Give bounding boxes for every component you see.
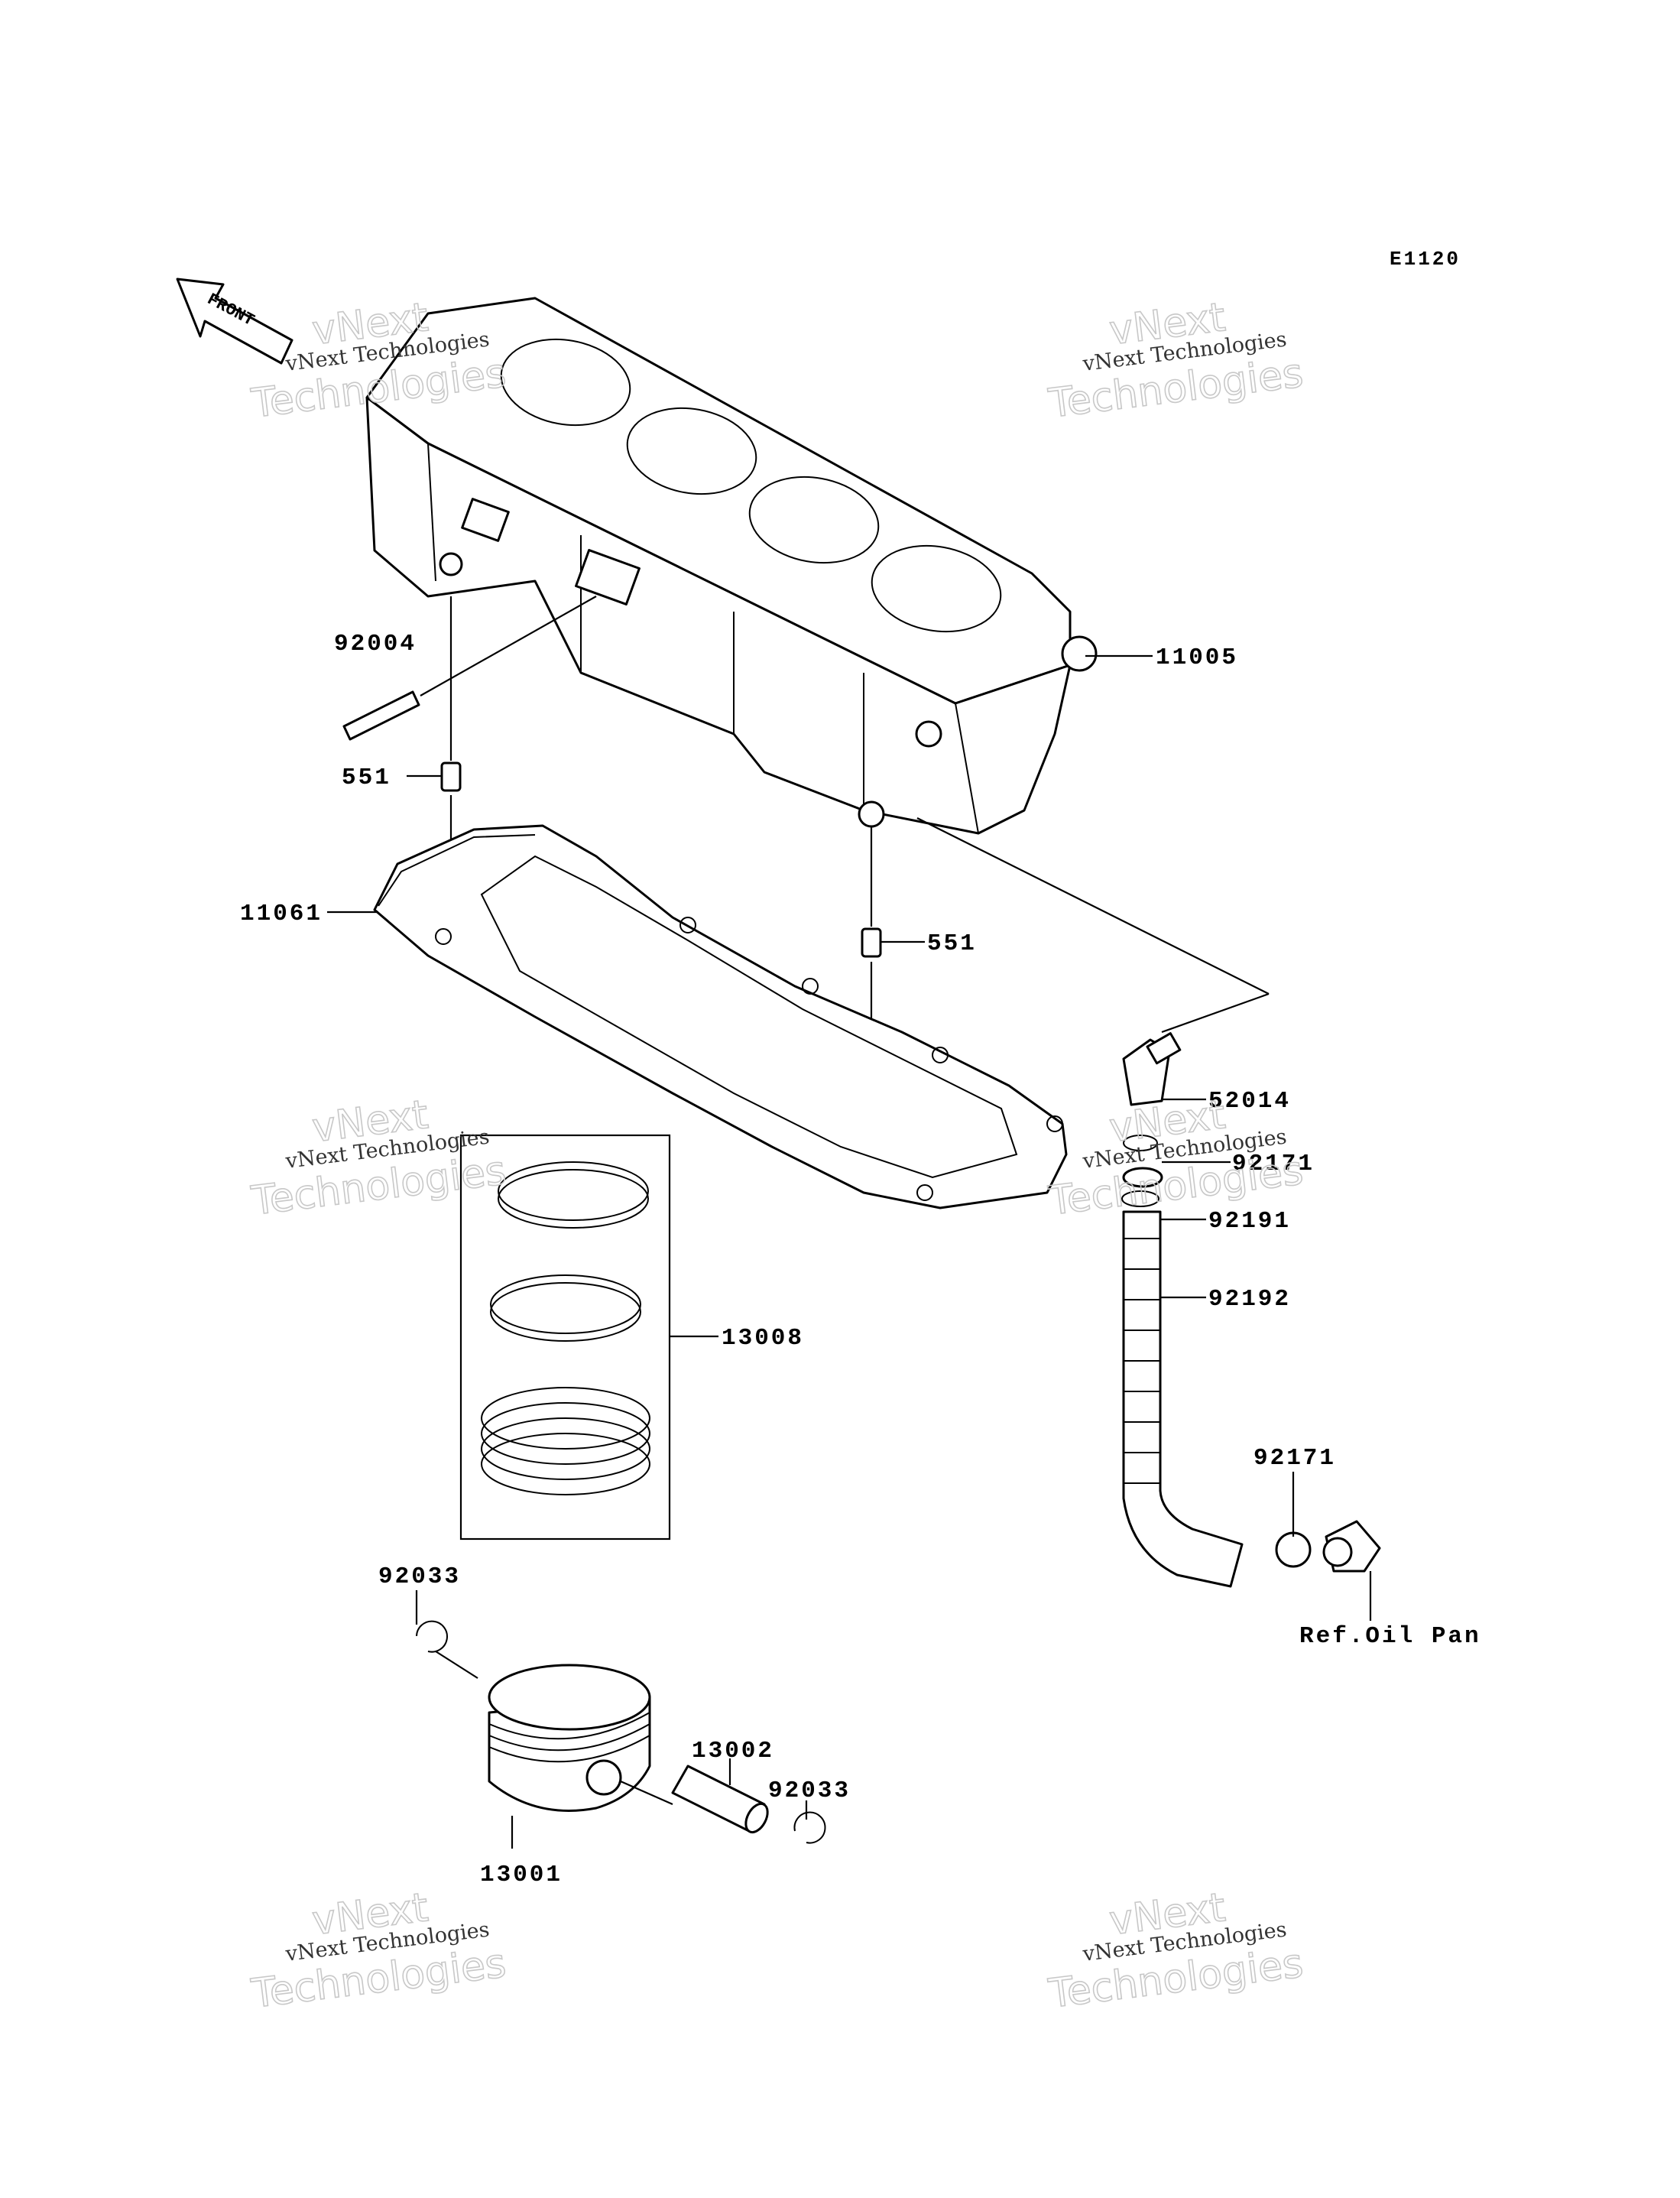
piston-rings-box xyxy=(459,1134,671,1541)
circlip-left-icon xyxy=(416,1620,478,1679)
oil-hose-assembly xyxy=(916,817,1381,1621)
callout-hose-ring: 92191 xyxy=(1208,1208,1291,1235)
callout-elbow-fitting: 52014 xyxy=(1208,1088,1291,1115)
circlip-right-icon xyxy=(793,1811,826,1844)
front-arrow-icon: FRONT xyxy=(176,278,294,365)
callout-clamp-upper: 92171 xyxy=(1232,1151,1315,1177)
callout-piston-rings: 13008 xyxy=(722,1325,804,1352)
piston xyxy=(488,1664,651,1812)
diagram-code: E1120 xyxy=(1390,248,1461,271)
watermark: vNext Technologies vNext Technologies xyxy=(1046,294,1306,427)
stud xyxy=(342,596,597,741)
callout-dowel-right: 551 xyxy=(927,930,977,957)
piston-pin xyxy=(620,1765,769,1834)
callout-piston: 13001 xyxy=(480,1862,563,1888)
watermark: vNext Technologies vNext Technologies xyxy=(1046,1884,1306,2018)
callout-oil-pan-ref: Ref.Oil Pan xyxy=(1299,1623,1481,1650)
callout-stud: 92004 xyxy=(334,631,417,657)
watermark: vNext Technologies vNext Technologies xyxy=(248,1091,509,1225)
watermark: vNext Technologies vNext Technologies xyxy=(248,1884,509,2018)
callout-dowel-left: 551 xyxy=(342,765,391,791)
cylinder-block xyxy=(365,297,1098,835)
callout-clamp-lower: 92171 xyxy=(1254,1445,1336,1472)
callout-cylinder: 11005 xyxy=(1156,644,1238,671)
callout-circlip-left: 92033 xyxy=(378,1563,461,1590)
callout-circlip-right: 92033 xyxy=(768,1778,851,1804)
callout-gasket: 11061 xyxy=(240,901,323,927)
callout-hose: 92192 xyxy=(1208,1286,1291,1313)
head-gasket xyxy=(373,824,1068,1209)
leader-lines xyxy=(327,654,1295,1849)
callout-piston-pin: 13002 xyxy=(692,1738,774,1765)
